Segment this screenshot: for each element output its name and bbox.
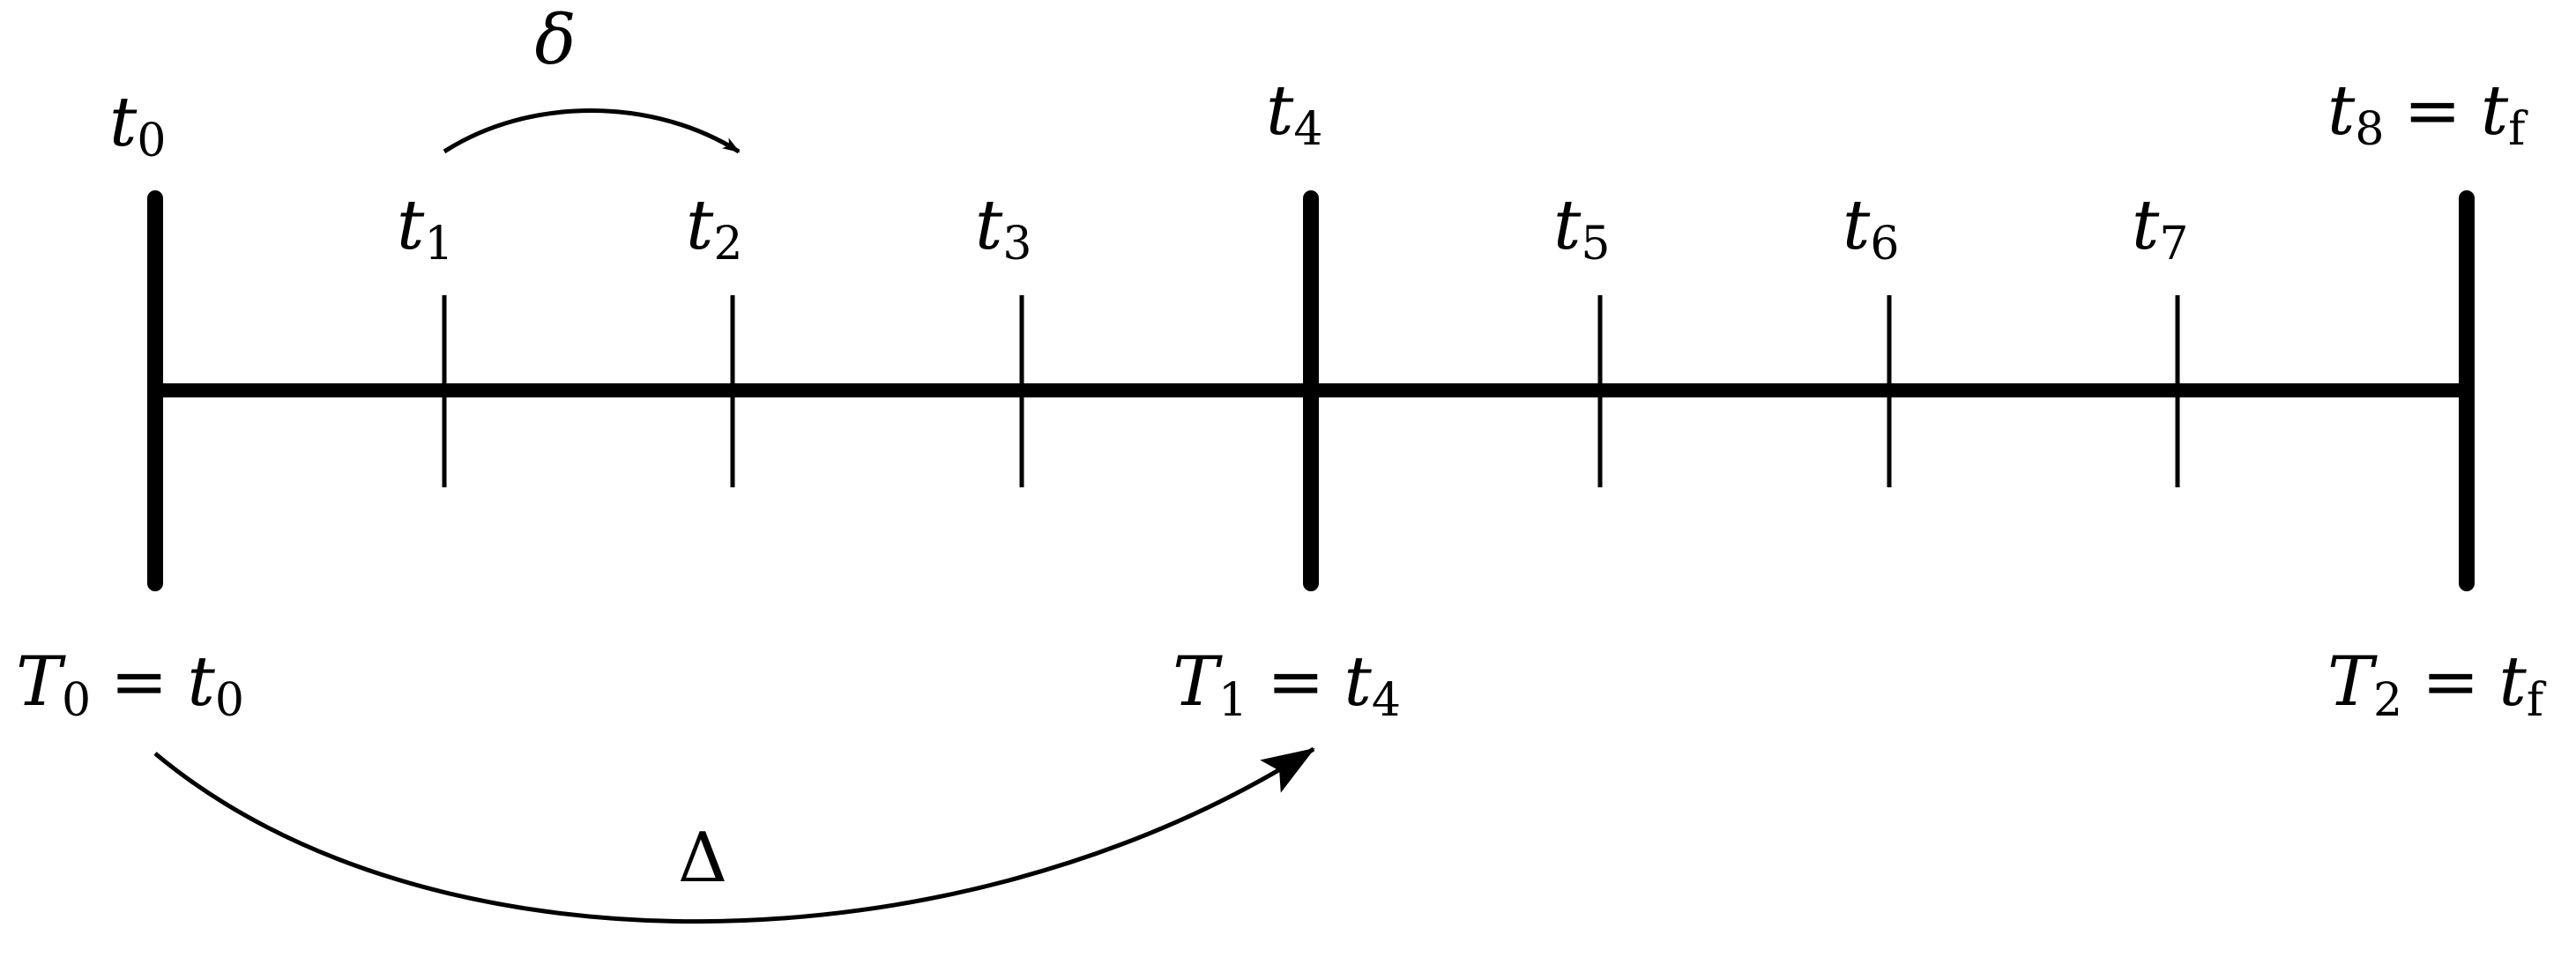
label-t2: t2 xyxy=(686,186,742,271)
label-t5: t5 xyxy=(1553,186,1610,271)
label-T1: T1=t4 xyxy=(1173,642,1401,727)
label-t0: t0 xyxy=(109,83,166,167)
small-step-arrow xyxy=(443,108,741,154)
small-step-label: δ xyxy=(535,1,577,80)
large-step-arrow xyxy=(153,746,1315,924)
label-T2: T2=tf xyxy=(2327,642,2547,727)
label-t3: t3 xyxy=(975,186,1031,271)
label-T0: T0=t0 xyxy=(16,642,244,727)
label-t7: t7 xyxy=(2132,186,2188,271)
label-t4: t4 xyxy=(1266,71,1322,156)
label-t8: t8=tf xyxy=(2327,71,2528,156)
label-t1: t1 xyxy=(397,186,453,271)
label-t6: t6 xyxy=(1843,186,1899,271)
large-step-label: Δ xyxy=(678,819,727,898)
